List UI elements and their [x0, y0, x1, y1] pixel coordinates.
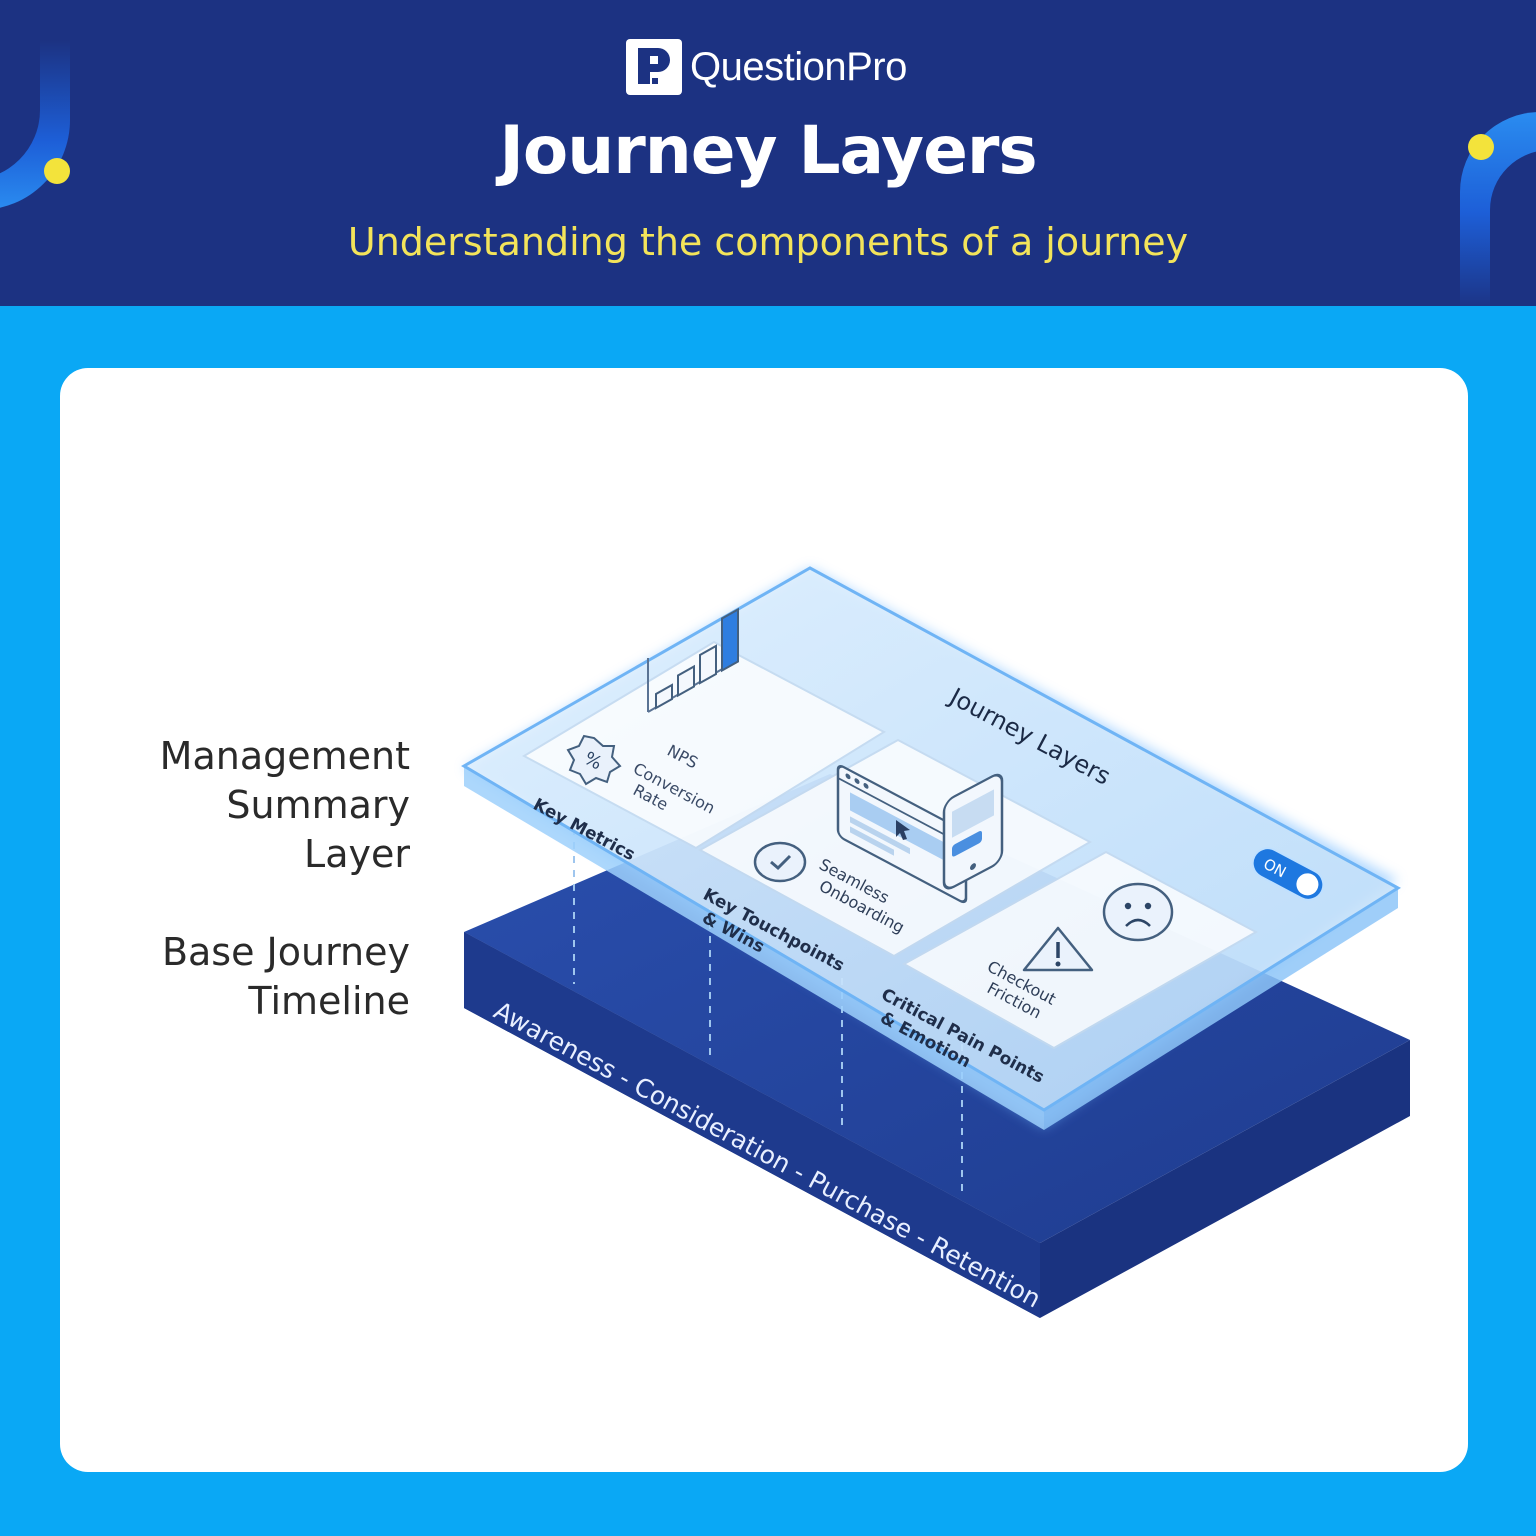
- layers-diagram: Awareness - Consideration - Purchase - R…: [60, 368, 1468, 1472]
- header-banner: QuestionPro Journey Layers Understanding…: [0, 0, 1536, 306]
- page-subtitle: Understanding the components of a journe…: [0, 220, 1536, 264]
- diagram-card: Management Summary Layer Base Journey Ti…: [60, 368, 1468, 1472]
- sad-face-icon: [1104, 884, 1172, 940]
- questionpro-logo-icon: [626, 39, 682, 95]
- page-title: Journey Layers: [0, 112, 1536, 189]
- brand-name: QuestionPro: [690, 45, 907, 90]
- nps-bar: [722, 610, 738, 671]
- check-circle-icon: [755, 843, 805, 881]
- brand-logo: QuestionPro: [626, 38, 907, 96]
